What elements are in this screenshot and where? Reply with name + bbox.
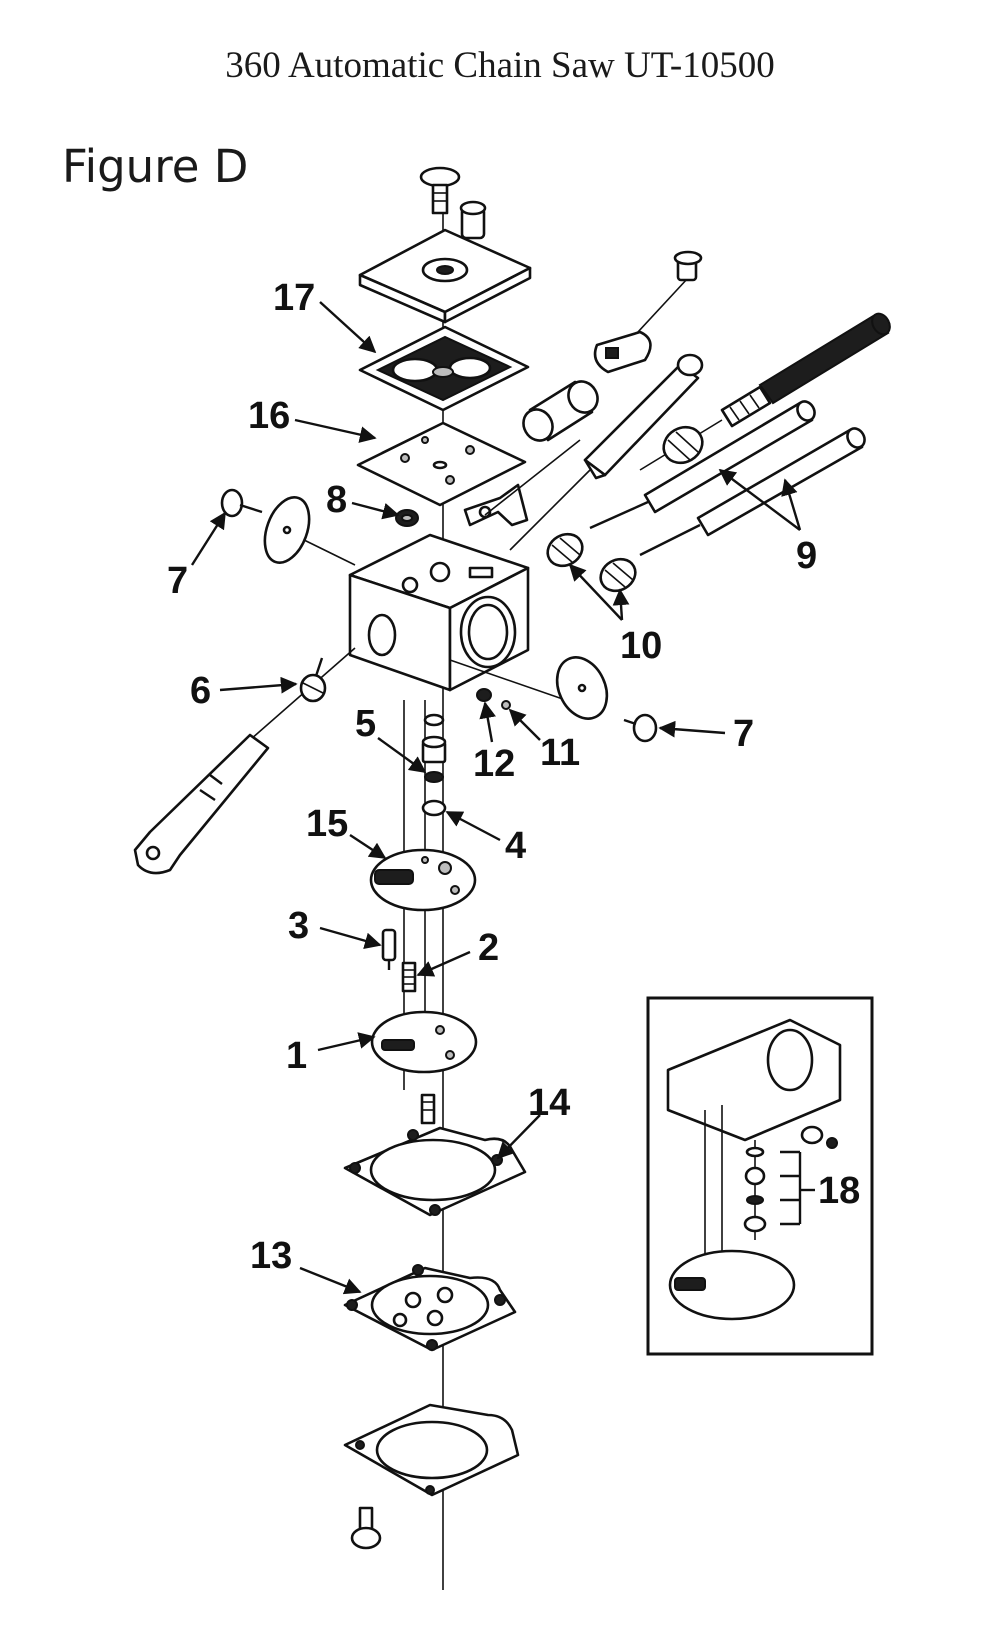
callout-17: 17 <box>273 277 315 319</box>
metering-plate <box>369 848 477 912</box>
callout-7-left: 7 <box>167 560 188 602</box>
top-screw <box>419 166 461 215</box>
callout-11: 11 <box>540 732 580 774</box>
choke-shaft <box>583 353 704 480</box>
callout-6: 6 <box>190 670 211 712</box>
leader-15 <box>349 833 387 860</box>
metering-cover <box>343 1403 520 1497</box>
leader-4 <box>445 810 501 842</box>
leader-10a <box>568 563 623 621</box>
adjusting-needle-mid <box>589 400 816 530</box>
callout-9: 9 <box>796 535 817 577</box>
callout-4: 4 <box>505 825 526 867</box>
lever-pin-screw <box>420 1093 436 1125</box>
tube-link-line-2 <box>509 469 591 551</box>
choke-shaft-line <box>449 659 581 706</box>
callout-16: 16 <box>248 395 290 437</box>
leader-5 <box>377 737 427 773</box>
leader-13 <box>299 1266 362 1295</box>
metering-diaphragm <box>343 1264 517 1352</box>
inlet-fitting <box>395 509 419 527</box>
leader-7a <box>190 511 227 566</box>
leader-9a <box>718 468 801 531</box>
leader-8 <box>351 501 400 520</box>
callout-8: 8 <box>326 479 347 521</box>
spacer-sleeve <box>522 380 599 442</box>
page-title: 360 Automatic Chain Saw UT-10500 <box>225 45 775 86</box>
pump-diaphragm <box>356 421 527 507</box>
throttle-plate-left <box>263 496 311 564</box>
tube-link-line-1 <box>484 439 581 516</box>
adjusting-needle-low <box>639 427 866 557</box>
inlet-needle <box>381 928 397 970</box>
leader-1 <box>317 1032 376 1052</box>
lever-spring <box>299 657 327 703</box>
leader-16 <box>294 418 377 443</box>
leader-2 <box>416 950 471 977</box>
inset-detail-box <box>646 996 874 1356</box>
figure-label: Figure D <box>62 140 249 193</box>
fast-idle-lever <box>133 733 270 875</box>
leader-6 <box>219 676 298 694</box>
leader-7b <box>658 720 726 738</box>
leader-3 <box>319 926 382 949</box>
leader-9b <box>781 478 802 531</box>
callout-1: 1 <box>286 1035 307 1077</box>
metering-gasket <box>343 1126 527 1217</box>
callout-5: 5 <box>355 703 376 745</box>
needle-spring-upper <box>662 425 704 465</box>
leader-17 <box>319 301 377 354</box>
throttle-shaft-line <box>299 537 356 566</box>
callout-12: 12 <box>473 743 515 785</box>
leader-11 <box>508 708 541 741</box>
bottom-screw <box>350 1506 382 1550</box>
pump-cover <box>358 228 532 324</box>
needle-spring-right <box>599 557 637 593</box>
callout-18: 18 <box>818 1170 860 1212</box>
cover-fitting <box>459 200 487 240</box>
metering-spring <box>401 961 417 993</box>
callout-2: 2 <box>478 927 499 969</box>
callout-15: 15 <box>306 803 348 845</box>
callout-7-right: 7 <box>733 713 754 755</box>
throttle-screw-left <box>220 488 263 518</box>
callout-13: 13 <box>250 1235 292 1277</box>
needle-valve-stack <box>421 713 447 817</box>
callout-14: 14 <box>528 1082 570 1124</box>
small-washer <box>476 688 511 710</box>
choke-screw-right <box>623 713 658 743</box>
leader-12 <box>479 701 496 743</box>
needle-spring-left <box>546 532 584 568</box>
callout-3: 3 <box>288 905 309 947</box>
metering-lever-disc <box>370 1010 478 1074</box>
leader-14 <box>496 1114 541 1160</box>
pump-gasket <box>358 325 530 412</box>
throttle-lever <box>463 483 529 527</box>
carburetor-body <box>348 533 530 692</box>
callout-10: 10 <box>620 625 662 667</box>
leader-10b <box>612 588 630 621</box>
lever-bracket <box>593 250 703 374</box>
choke-plate-right <box>555 656 609 720</box>
